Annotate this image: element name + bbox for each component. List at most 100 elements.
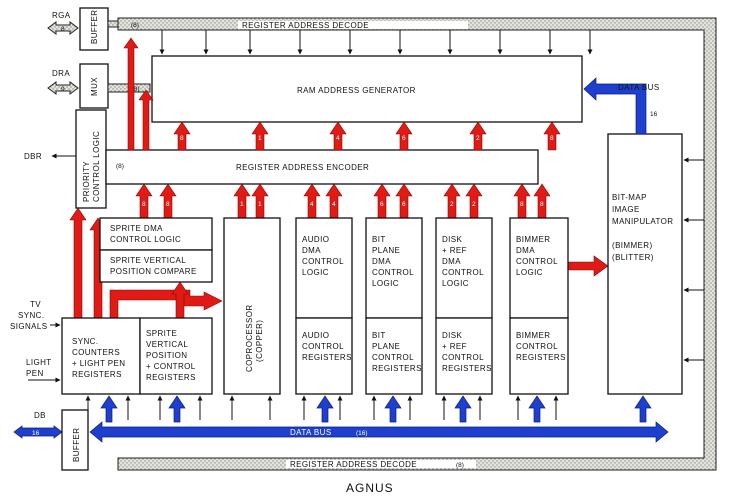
- ram-in-label-3: 4: [336, 135, 340, 142]
- disk-dma-label-3: DMA: [442, 257, 461, 266]
- audio-dma-label-4: LOGIC: [302, 268, 329, 277]
- sprite-compare-label-1: SPRITE VERTICAL: [110, 256, 186, 265]
- priority-label-2: CONTROL LOGIC: [92, 131, 101, 202]
- diagram-title: AGNUS: [346, 481, 394, 495]
- bimmer-reg-label-1: BIMMER: [516, 331, 550, 340]
- data-bus-width: (16): [356, 430, 368, 437]
- blitter-label-4: (BIMMER): [612, 241, 653, 250]
- decode-width-bottom: (8): [456, 462, 464, 469]
- audio-control-registers: [295, 317, 353, 395]
- sprite-dma-control-logic: [99, 217, 213, 251]
- register-address-decode-bus: REGISTER ADDRESS DECODE (8) REGISTER ADD…: [117, 17, 717, 471]
- data-bus-label: DATA BUS: [290, 428, 332, 437]
- bimmer-reg-label-2: CONTROL: [516, 342, 558, 351]
- arrow-width-labels: 8 1 4 6 2 8 8 8 1 1 4 4 6 6 2 2 8 8: [142, 135, 554, 208]
- address-arrows: [69, 37, 609, 319]
- rga-pin: RGA 8 BUFFER: [47, 7, 119, 51]
- sync-label-4: REGISTERS: [72, 370, 122, 379]
- disk-reg-label-3: CONTROL: [442, 353, 484, 362]
- sync-label-3: + LIGHT PEN: [72, 359, 125, 368]
- decode-width-top: (8): [131, 22, 139, 29]
- dra-width: 9: [61, 86, 65, 93]
- enc-label-9: 2: [450, 201, 454, 208]
- register-address-encoder: [105, 149, 539, 185]
- bitplane-dma-label-5: LOGIC: [372, 279, 399, 288]
- light-pen-label-2: PEN: [26, 369, 44, 378]
- enc-label-7: 6: [380, 201, 384, 208]
- sync-label-1: SYNC.: [72, 337, 98, 346]
- enc-label-4: 1: [258, 201, 262, 208]
- register-address-encoder-label: REGISTER ADDRESS ENCODER: [236, 163, 369, 172]
- sync-label-2: COUNTERS: [72, 348, 120, 357]
- audio-dma-label-2: DMA: [302, 246, 321, 255]
- bit-map-image-manipulator-blitter: [607, 133, 683, 395]
- bimmer-dma-label-2: DMA: [516, 246, 535, 255]
- tv-label-3: SIGNALS: [10, 322, 47, 331]
- enc-label-8: 6: [402, 201, 406, 208]
- priority-label-1: PRIORITY: [82, 161, 91, 202]
- buffer-bottom-label: BUFFER: [72, 428, 81, 462]
- sprite-reg-label-1: SPRITE: [146, 329, 177, 338]
- sprite-dma-label-2: CONTROL LOGIC: [110, 235, 181, 244]
- ram-in-label-5: 2: [476, 135, 480, 142]
- enc-label-10: 2: [472, 201, 476, 208]
- decode-bus-label-top: REGISTER ADDRESS DECODE: [242, 21, 369, 30]
- ram-in-label-1: 8: [180, 135, 184, 142]
- buffer-bottom: [61, 409, 89, 471]
- disk-ref-control-registers: [435, 317, 493, 395]
- audio-dma-control-logic: [295, 217, 353, 319]
- sprite-compare-label-2: POSITION COMPARE: [110, 267, 197, 276]
- decode-taps-bottom: [85, 395, 559, 420]
- decode-taps-blitter: [683, 157, 704, 363]
- data-bus: DATA BUS (16) DATA BUS 1 6: [89, 77, 669, 443]
- priority-control-logic: [75, 109, 107, 209]
- audio-reg-label-1: AUDIO: [302, 331, 329, 340]
- encoder-width: (8): [116, 163, 124, 170]
- copper-label-1: COPROCESSOR: [245, 304, 254, 372]
- sprite-dma-label-1: SPRITE DMA: [110, 224, 163, 233]
- data-bus-right-label: DATA BUS: [618, 83, 660, 92]
- bimmer-dma-label-4: LOGIC: [516, 268, 543, 277]
- rga-label: RGA: [52, 11, 71, 20]
- bimmer-control-registers: [509, 317, 569, 395]
- enc-label-2: 8: [166, 201, 170, 208]
- disk-reg-label-1: DISK: [442, 331, 463, 340]
- sprite-reg-label-2: VERTICAL: [146, 340, 188, 349]
- mux-block: [79, 63, 109, 109]
- bitplane-dma-label-3: DMA: [372, 257, 391, 266]
- dbr-label: DBR: [24, 152, 42, 161]
- copper-label-2: (COPPER): [255, 320, 264, 362]
- db-label: DB: [34, 411, 46, 420]
- sprite-reg-label-5: REGISTERS: [146, 373, 196, 382]
- rga-width: 8: [61, 26, 65, 33]
- ram-address-generator: [151, 55, 583, 123]
- sprite-vertical-position-compare: [99, 249, 213, 283]
- audio-dma-label-3: CONTROL: [302, 257, 344, 266]
- db-width: 16: [32, 430, 40, 437]
- dra-label: DRA: [52, 69, 70, 78]
- ram-in-label-4: 6: [402, 135, 406, 142]
- decode-bus-label-bottom: REGISTER ADDRESS DECODE: [290, 460, 417, 469]
- disk-dma-label-4: CONTROL: [442, 268, 484, 277]
- bitplane-reg-label-4: REGISTERS: [372, 364, 422, 373]
- enc-label-5: 4: [310, 201, 314, 208]
- disk-ref-dma-control-logic: [435, 217, 493, 319]
- mux-label: MUX: [90, 77, 99, 96]
- bimmer-dma-label-3: CONTROL: [516, 257, 558, 266]
- disk-dma-label-5: LOGIC: [442, 279, 469, 288]
- tv-label-2: SYNC.: [18, 311, 44, 320]
- bitplane-reg-label-2: PLANE: [372, 342, 400, 351]
- bitplane-dma-label-1: BIT: [372, 235, 386, 244]
- bimmer-dma-control-logic: [509, 217, 569, 319]
- sprite-reg-label-4: + CONTROL: [146, 362, 196, 371]
- light-pen-label-1: LIGHT: [26, 358, 52, 367]
- enc-label-11: 8: [520, 201, 524, 208]
- blitter-label-3: MANIPULATOR: [612, 217, 673, 226]
- sprite-reg-label-3: POSITION: [146, 351, 187, 360]
- bimmer-reg-label-3: REGISTERS: [516, 353, 566, 362]
- audio-reg-label-3: REGISTERS: [302, 353, 352, 362]
- blitter-label-2: IMAGE: [612, 205, 640, 214]
- bimmer-dma-label-1: BIMMER: [516, 235, 550, 244]
- bitplane-dma-control-logic: [365, 217, 423, 319]
